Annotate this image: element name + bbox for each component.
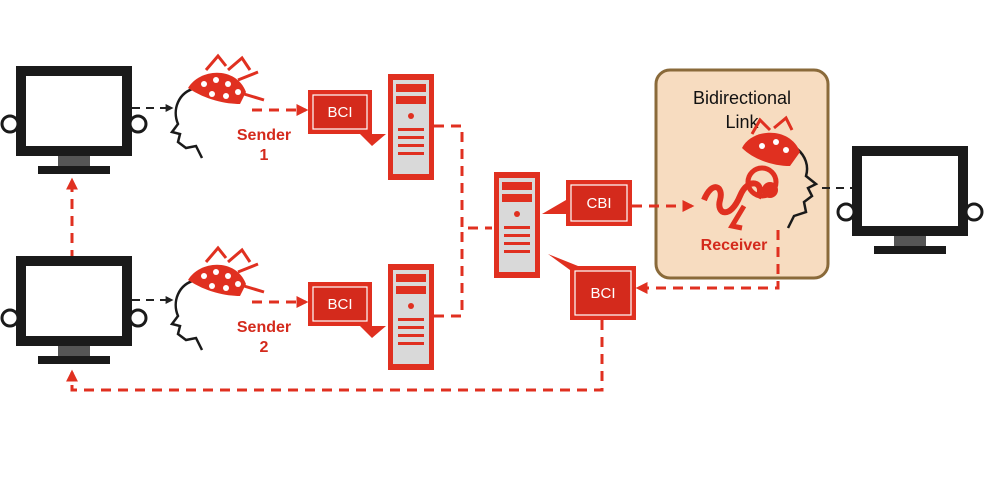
cbi-box: CBI (542, 180, 632, 226)
sender1-head-icon (169, 53, 265, 159)
sender2-computer-icon (388, 264, 434, 370)
bidirectional-link-panel: Bidirectional Link (654, 68, 830, 280)
sender2-bci-label: BCI (327, 296, 352, 313)
receiver-label: Receiver (701, 237, 768, 254)
sender1-monitor (0, 66, 148, 174)
sender2-number: 2 (260, 339, 269, 356)
sender1-computer-icon (388, 74, 434, 180)
center-bci-box: BCI (548, 254, 636, 320)
center-bci-label: BCI (590, 285, 615, 302)
sender2-bci-box: BCI (308, 282, 386, 338)
receiver-head-icon (701, 115, 819, 231)
center-computer-icon (494, 172, 540, 278)
sender1-label: Sender (237, 127, 291, 144)
cbi-label: CBI (586, 195, 611, 212)
connectors (66, 104, 852, 392)
sender2-label: Sender (237, 319, 291, 336)
sender2-head-icon (169, 245, 265, 351)
sender1-bci-label: BCI (327, 104, 352, 121)
link-title-line2: Link (725, 112, 759, 132)
sender1-number: 1 (260, 147, 269, 164)
sender2-monitor (0, 256, 148, 364)
receiver-monitor (836, 146, 984, 254)
sender1-bci-box: BCI (308, 90, 386, 146)
link-title-line1: Bidirectional (693, 88, 791, 108)
